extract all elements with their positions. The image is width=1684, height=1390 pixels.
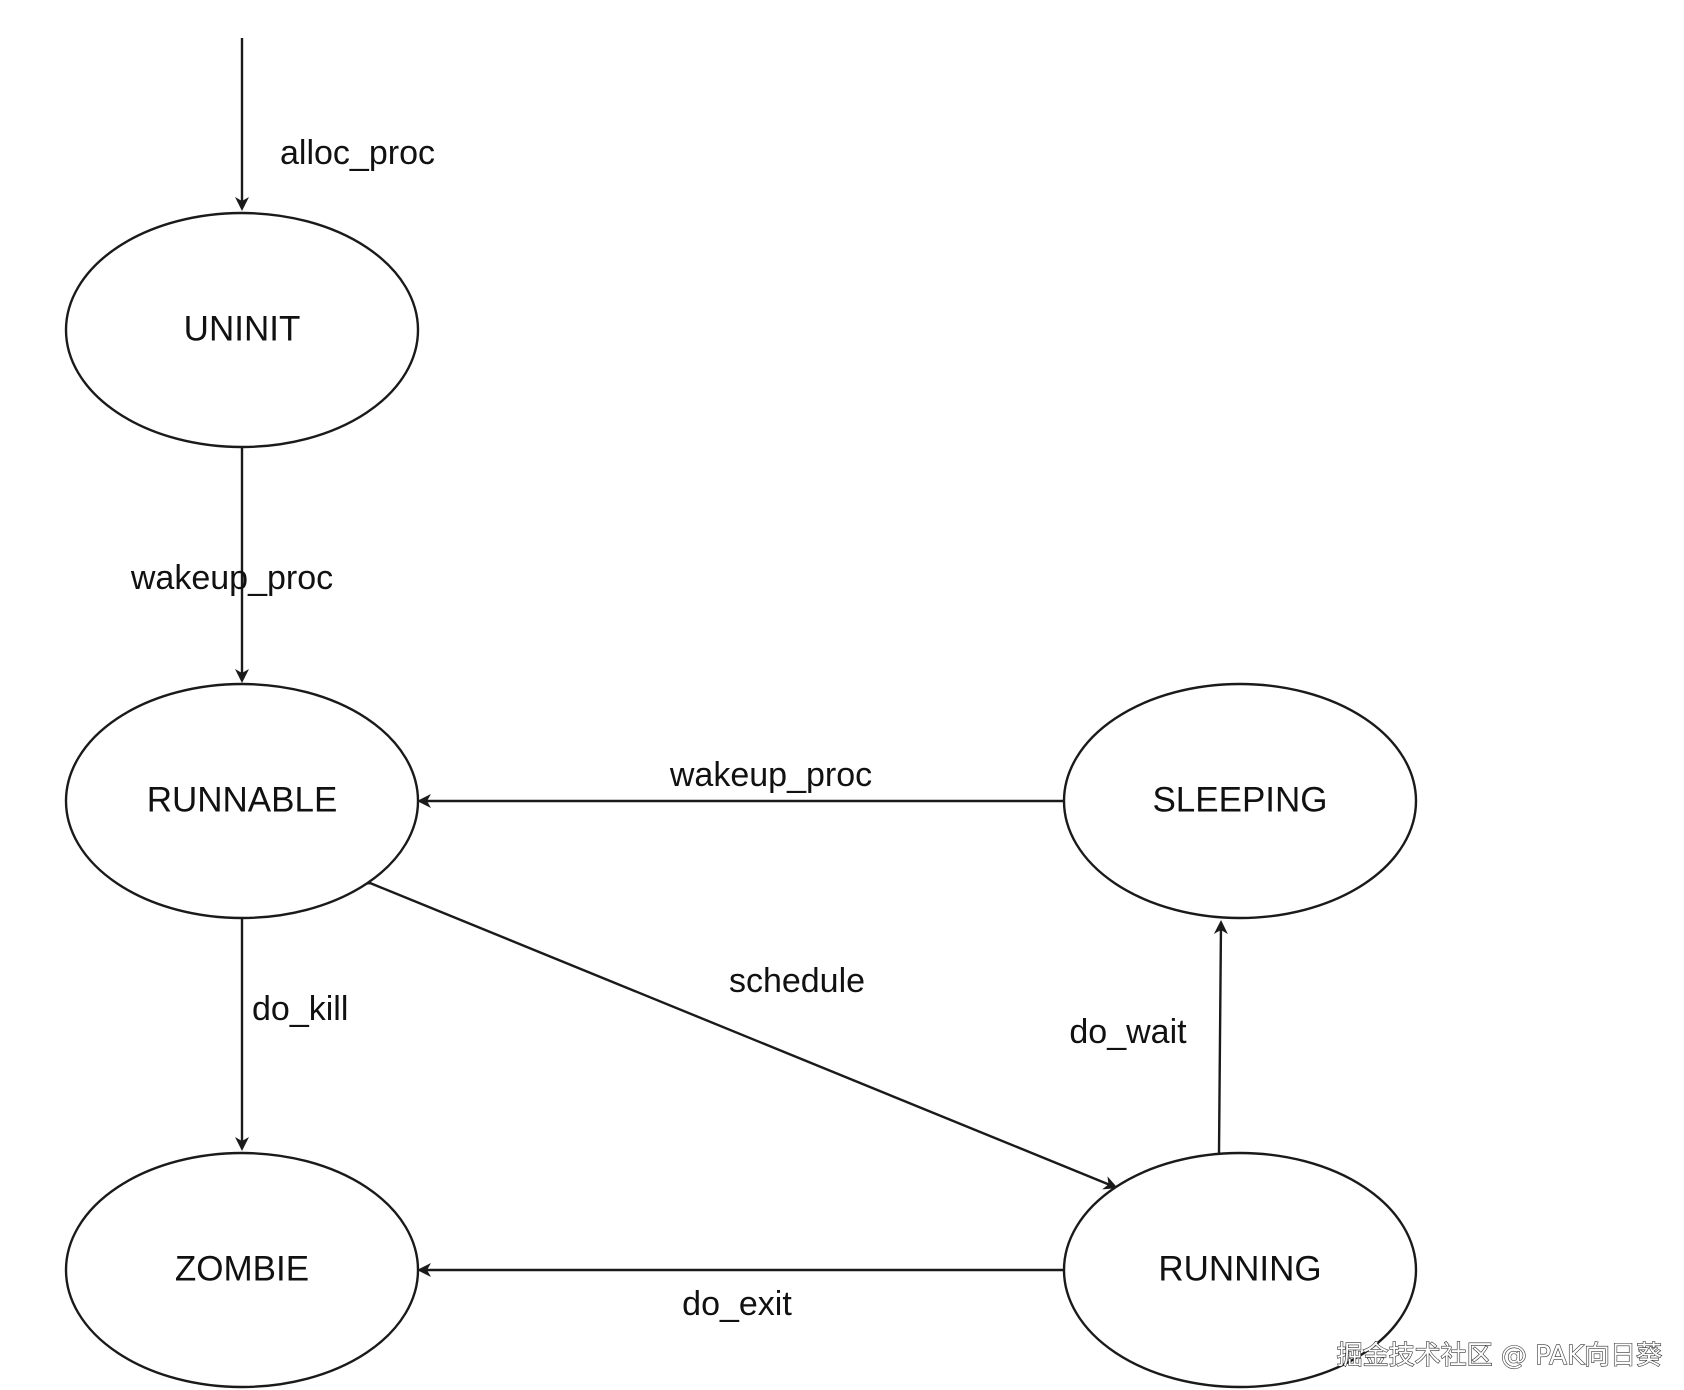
label-do-exit: do_exit [682, 1285, 792, 1323]
state-uninit: UNINIT [64, 211, 420, 449]
label-wakeup-proc-sleep: wakeup_proc [669, 756, 872, 794]
label-wakeup-proc-init: wakeup_proc [130, 559, 333, 597]
state-running-label: RUNNING [1158, 1249, 1321, 1288]
watermark: 掘金技术社区 @ PAK向日葵 [1337, 1341, 1662, 1371]
state-uninit-ellipse [64, 211, 420, 449]
state-running-ellipse [1062, 1151, 1418, 1389]
state-zombie-label: ZOMBIE [175, 1249, 309, 1288]
edge-running-to-sleeping [1213, 920, 1228, 1154]
state-sleeping-label: SLEEPING [1152, 780, 1327, 819]
state-runnable: RUNNABLE [64, 682, 420, 920]
state-zombie: ZOMBIE [64, 1151, 420, 1389]
state-runnable-label: RUNNABLE [147, 780, 338, 819]
state-sleeping-ellipse [1062, 682, 1418, 920]
state-sleeping: SLEEPING [1062, 682, 1418, 920]
state-uninit-label: UNINIT [184, 309, 301, 348]
state-running: RUNNING [1062, 1151, 1418, 1389]
label-do-wait: do_wait [1069, 1013, 1187, 1051]
state-runnable-ellipse [64, 682, 420, 920]
label-schedule: schedule [729, 962, 865, 1000]
edge-schedule [357, 872, 1118, 1190]
state-zombie-ellipse [64, 1151, 420, 1389]
label-alloc-proc: alloc_proc [280, 134, 435, 172]
label-do-kill: do_kill [252, 990, 348, 1028]
